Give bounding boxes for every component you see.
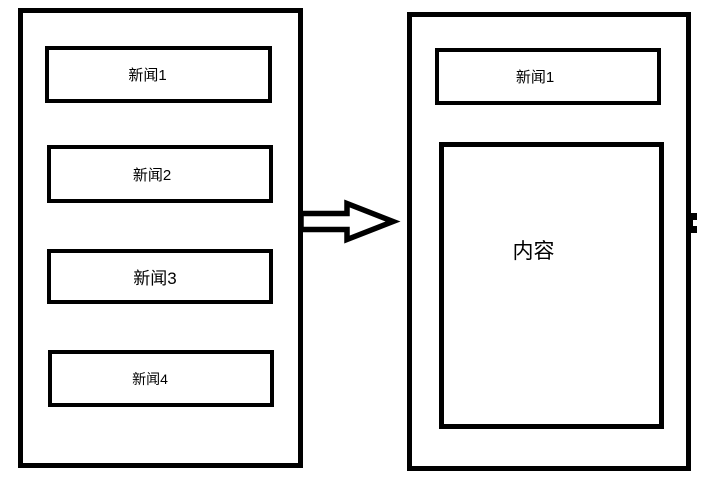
panel-edge-notch-mark bbox=[688, 213, 697, 233]
news-detail-header-box: 新闻1 bbox=[435, 48, 661, 105]
news-content-label: 内容 bbox=[512, 240, 555, 263]
panel-edge-notch-cut bbox=[693, 220, 698, 226]
news-detail-header-label: 新闻1 bbox=[515, 69, 555, 86]
news-item-box: 新闻1 bbox=[45, 46, 272, 103]
news-detail-panel: 新闻1 内容 bbox=[407, 12, 691, 471]
news-item-label: 新闻3 bbox=[133, 269, 177, 288]
news-item-label: 新闻4 bbox=[132, 370, 168, 387]
news-content-box: 内容 bbox=[439, 142, 664, 429]
news-item-box: 新闻4 bbox=[48, 350, 274, 407]
news-item-label: 新闻1 bbox=[128, 67, 167, 84]
news-item-box: 新闻2 bbox=[47, 145, 273, 203]
news-list-panel: 新闻1 新闻2 新闻3 新闻4 bbox=[18, 8, 303, 468]
news-item-box: 新闻3 bbox=[47, 249, 273, 304]
news-item-label: 新闻2 bbox=[132, 166, 172, 184]
